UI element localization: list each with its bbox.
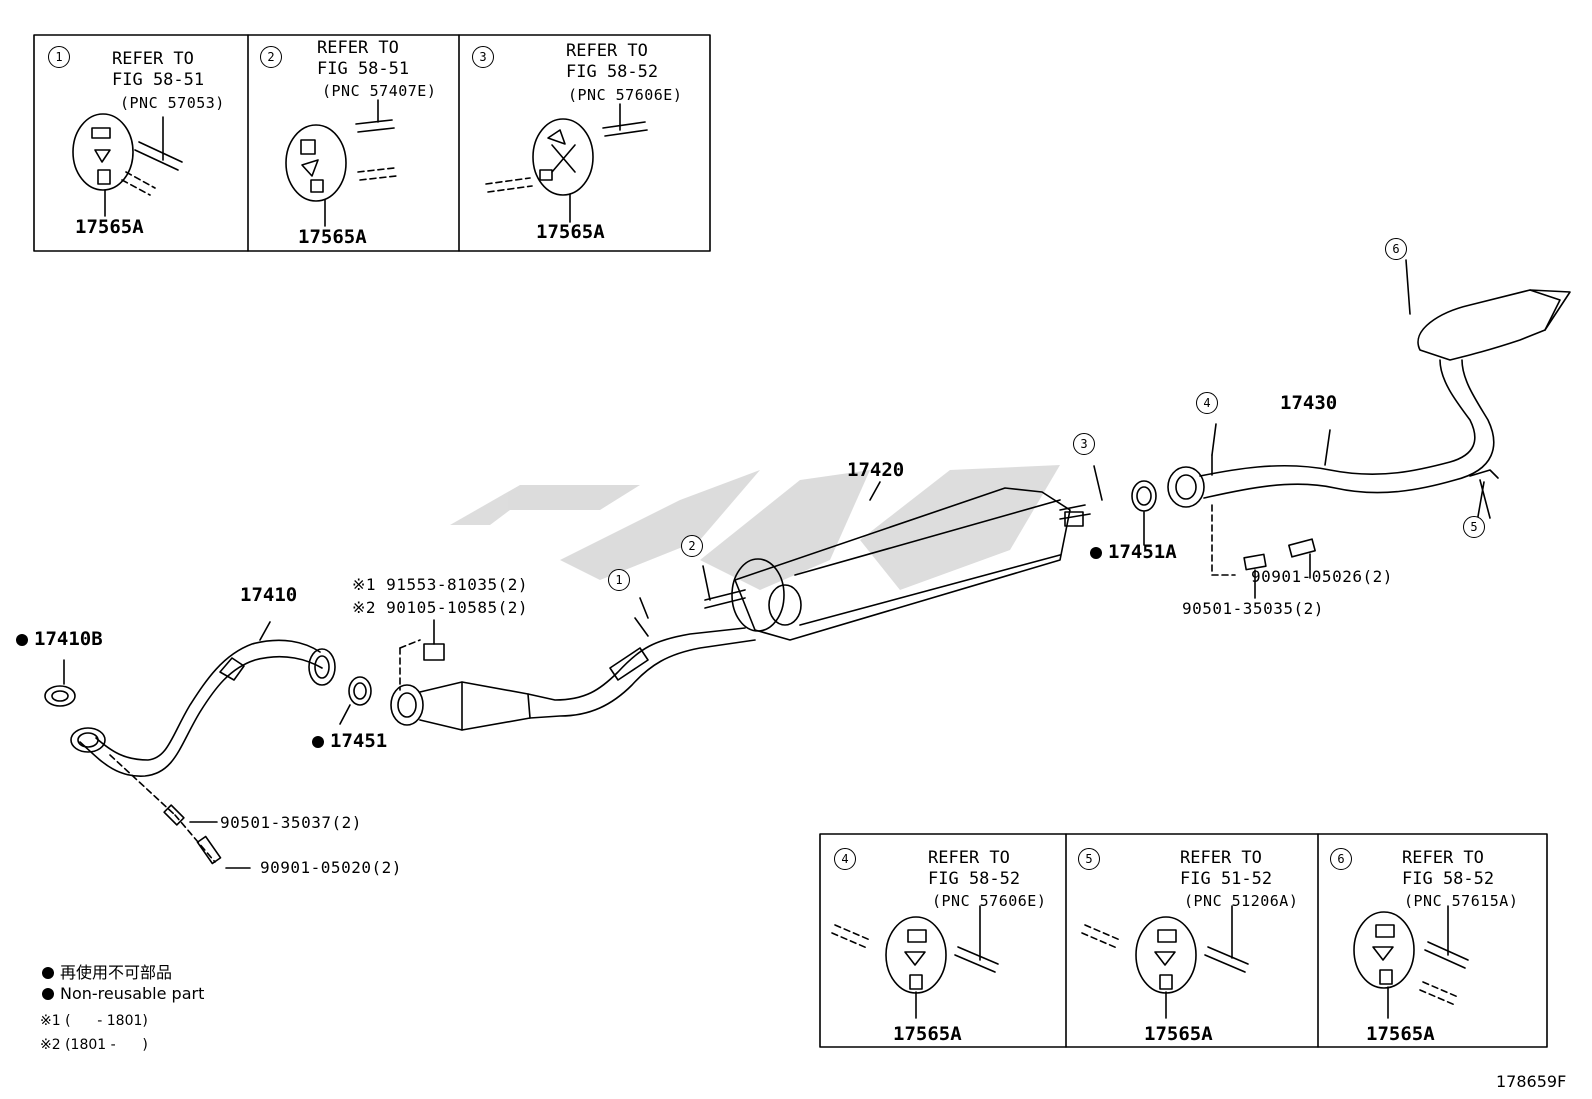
legend-note-2: ※2 (1801 - ) — [40, 1037, 148, 1053]
hanger-4-drawing — [831, 905, 999, 1019]
callout-2: 2 — [681, 535, 703, 557]
box-1-part: 17565A — [75, 216, 144, 238]
box-5-pnc: (PNC 51206A) — [1184, 892, 1299, 910]
box-3-pnc: (PNC 57606E) — [568, 86, 683, 104]
box-5-fig: FIG 51-52 — [1180, 869, 1273, 889]
hanger-6-drawing — [1353, 905, 1469, 1019]
callout-5: 5 — [1463, 516, 1485, 538]
box-1-refer: REFER TO — [112, 49, 194, 69]
box-5-part: 17565A — [1144, 1023, 1213, 1045]
box-6-refer: REFER TO — [1402, 848, 1484, 868]
legend-note-1: ※1 ( - 1801) — [40, 1013, 148, 1029]
bolt-90901-05020-label: 90901-05020(2) — [260, 858, 402, 877]
non-reusable-dot — [1090, 547, 1102, 559]
hanger-2-drawing — [285, 99, 397, 227]
watermark-logo — [450, 465, 1060, 590]
callout-4: 4 — [1196, 392, 1218, 414]
box-4-part: 17565A — [893, 1023, 962, 1045]
box-2-pnc: (PNC 57407E) — [322, 82, 437, 100]
box-3-fig: FIG 58-52 — [566, 62, 659, 82]
callout-1-box: 1 — [48, 46, 70, 68]
box-4-refer: REFER TO — [928, 848, 1010, 868]
spring-90501-35037-label: 90501-35037(2) — [220, 813, 362, 832]
spring-90501-35035-label: 90501-35035(2) — [1182, 599, 1324, 618]
legend-dot-jp — [42, 967, 54, 979]
box-3-refer: REFER TO — [566, 41, 648, 61]
callout-6-box: 6 — [1330, 848, 1352, 870]
hanger-1-drawing — [72, 113, 183, 217]
front-bolts-drawing — [109, 754, 251, 869]
box-1-fig: FIG 58-51 — [112, 70, 205, 90]
box-2-fig: FIG 58-51 — [317, 59, 410, 79]
tail-pipe-17430-drawing — [1167, 289, 1571, 576]
callout-4-box: 4 — [834, 848, 856, 870]
bolt-91553-label: ※1 91553-81035(2) — [352, 575, 529, 594]
non-reusable-dot — [16, 634, 28, 646]
callout-3-box: 3 — [472, 46, 494, 68]
callout-2-box: 2 — [260, 46, 282, 68]
front-pipe-17410-drawing — [44, 621, 336, 777]
box-2-part: 17565A — [298, 226, 367, 248]
center-pipe-drawing — [390, 617, 756, 731]
part-17410-label: 17410 — [240, 584, 298, 606]
box-4-pnc: (PNC 57606E) — [932, 892, 1047, 910]
part-17420-label: 17420 — [847, 459, 905, 481]
callout-3: 3 — [1073, 433, 1095, 455]
part-17410B-label: 17410B — [16, 630, 103, 649]
box-6-part: 17565A — [1366, 1023, 1435, 1045]
part-17451-label: 17451 — [312, 732, 387, 751]
callout-1: 1 — [608, 569, 630, 591]
box-4-fig: FIG 58-52 — [928, 869, 1021, 889]
part-17451A-label: 17451A — [1090, 543, 1177, 562]
box-6-pnc: (PNC 57615A) — [1404, 892, 1519, 910]
part-17430-label: 17430 — [1280, 392, 1338, 414]
hanger-5-drawing — [1081, 905, 1249, 1019]
non-reusable-dot — [312, 736, 324, 748]
box-6-fig: FIG 58-52 — [1402, 869, 1495, 889]
box-2-refer: REFER TO — [317, 38, 399, 58]
bolt-90901-05026-label: 90901-05026(2) — [1251, 567, 1393, 586]
figure-id: 178659F — [1496, 1072, 1567, 1091]
callout-6: 6 — [1385, 238, 1407, 260]
legend-jp: 再使用不可部品 — [42, 959, 172, 983]
bolt-90105-label: ※2 90105-10585(2) — [352, 598, 529, 617]
box-5-refer: REFER TO — [1180, 848, 1262, 868]
callout-5-box: 5 — [1078, 848, 1100, 870]
legend-dot-en — [42, 988, 54, 1000]
hanger-3-drawing — [485, 103, 648, 223]
box-3-part: 17565A — [536, 221, 605, 243]
center-muffler-17420-drawing — [704, 481, 1091, 641]
box-1-pnc: (PNC 57053) — [120, 94, 225, 112]
legend-en: Non-reusable part — [42, 984, 204, 1003]
gasket-17451-drawing — [348, 676, 372, 706]
